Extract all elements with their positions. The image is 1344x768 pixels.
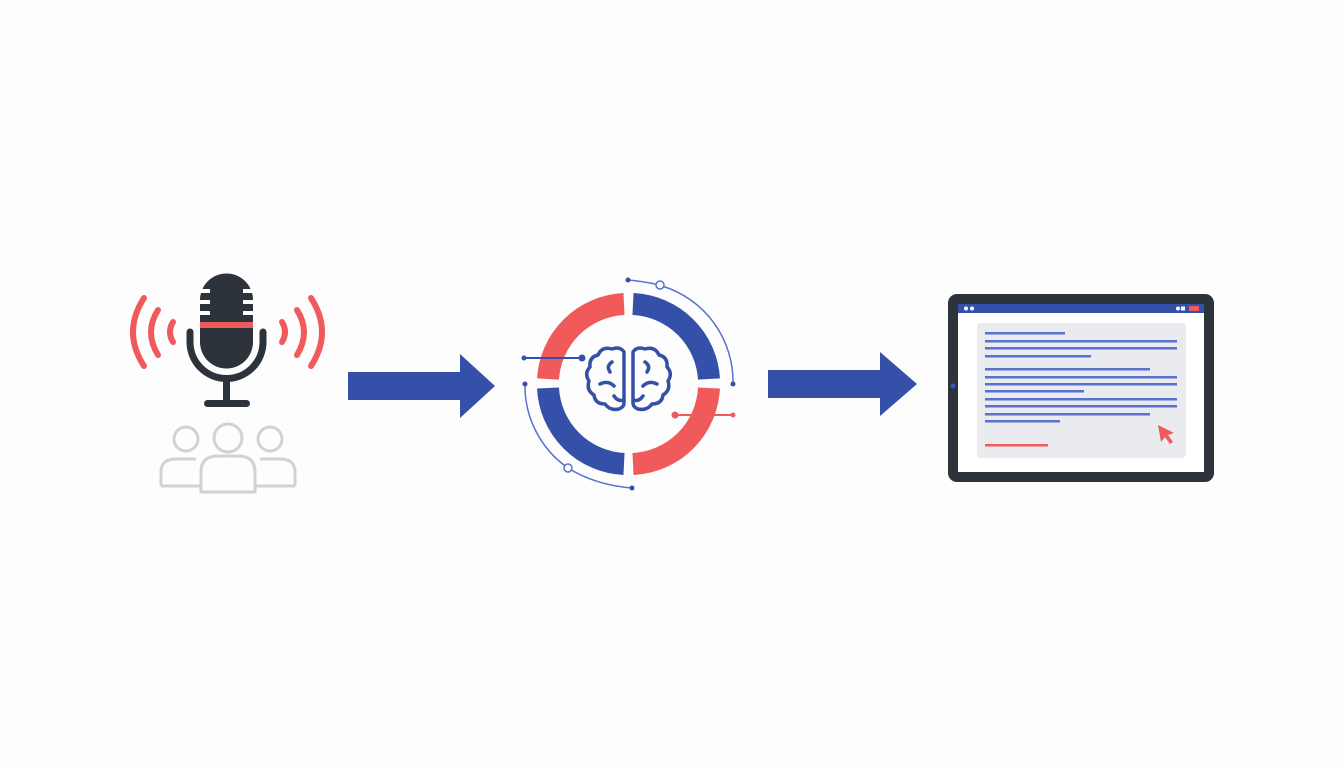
arrow-right-icon [768, 352, 917, 416]
sound-waves-icon [130, 295, 325, 369]
microphone-icon [186, 273, 267, 407]
people-group-icon [159, 422, 297, 494]
connector-lines [521, 277, 736, 491]
text-lines [985, 332, 1177, 423]
arrow-right-icon [348, 354, 495, 418]
brain-icon [585, 346, 672, 412]
circular-ring-icon [537, 293, 720, 475]
tablet-icon [948, 294, 1214, 482]
cursor-icon [1158, 425, 1174, 444]
